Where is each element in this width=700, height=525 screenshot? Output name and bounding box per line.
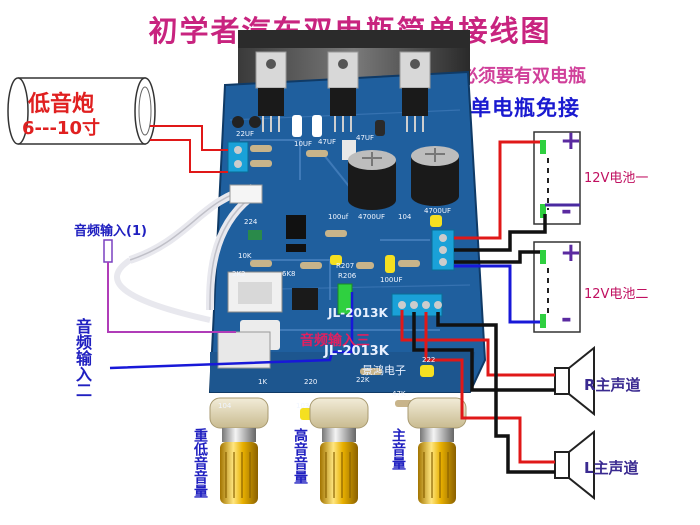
speaker-l-label: L主声道 xyxy=(584,459,639,477)
silk-label: 10UF xyxy=(294,140,313,148)
battery-2-label: 12V电池二 xyxy=(584,287,649,302)
silk-label: 2K2 xyxy=(232,270,246,278)
audio-cable-harness xyxy=(114,184,263,323)
main-volume-label: 主音量 xyxy=(390,428,406,470)
speaker-wires xyxy=(400,310,555,474)
power-terminal xyxy=(431,229,455,271)
audio-input-1-wire xyxy=(103,239,236,333)
bass-volume-knob[interactable] xyxy=(209,397,269,504)
silk-label: 100UF xyxy=(380,276,403,284)
silk-label: 22UF xyxy=(236,130,255,138)
subwoofer-wires xyxy=(150,125,228,173)
battery-2-negative: - xyxy=(561,304,572,334)
subwoofer-label: 低音炮 xyxy=(28,92,95,117)
silk-label: 6K8 xyxy=(282,270,296,278)
silk-label: 22K xyxy=(356,376,370,384)
speaker-l-icon xyxy=(554,429,595,501)
power-ic-left xyxy=(255,51,287,132)
silk-label: 1K xyxy=(258,378,268,386)
audio-input-2-wire xyxy=(109,292,354,370)
speaker-terminal xyxy=(391,293,443,317)
silk-label: R207 xyxy=(336,262,355,270)
audio-input-2-label: 音频输入二 xyxy=(73,318,92,398)
treble-volume-knob[interactable] xyxy=(309,397,369,504)
battery-wires xyxy=(454,140,580,324)
subwoofer-size: 6---10寸 xyxy=(22,118,100,139)
silk-label: 47UF xyxy=(356,134,375,142)
silk-label: 103 xyxy=(296,402,310,410)
battery-1-negative: - xyxy=(561,196,572,226)
silk-label: 220 xyxy=(304,378,318,386)
board-model-upper: JL-2013K xyxy=(328,306,388,320)
silk-label: 222 xyxy=(422,356,436,364)
treble-volume-label: 高音音量 xyxy=(292,428,308,484)
board-model-lower: JL-2013K xyxy=(324,344,389,359)
silk-label: R206 xyxy=(338,272,357,280)
battery-1-label: 12V电池一 xyxy=(584,171,649,186)
power-ic-middle xyxy=(327,51,359,132)
silk-label: 47K xyxy=(392,390,406,398)
silk-label: 47UF xyxy=(318,138,337,146)
silk-label: 4700UF xyxy=(358,213,385,221)
electrolytic-capacitor-right xyxy=(411,146,459,206)
battery-1-positive: + xyxy=(560,126,582,156)
battery-2-positive: + xyxy=(560,238,582,268)
silk-label: 224 xyxy=(244,218,258,226)
board-brand: 景鸿电子 xyxy=(362,364,406,377)
silk-label: 104 xyxy=(398,213,412,221)
speaker-r-icon xyxy=(554,345,595,417)
battery-2 xyxy=(533,241,581,333)
silk-label: 4700UF xyxy=(424,207,451,215)
power-ic-right xyxy=(399,51,431,132)
battery-1 xyxy=(533,131,581,225)
silk-label: 104 xyxy=(218,402,232,410)
electrolytic-capacitor-left xyxy=(348,150,396,210)
silk-label: 10K xyxy=(238,252,252,260)
speaker-r-label: R主声道 xyxy=(584,376,641,394)
main-volume-knob[interactable] xyxy=(407,397,467,504)
single-battery-note: 单电瓶免接 xyxy=(470,96,580,120)
bass-volume-label: 重低音音量 xyxy=(192,428,208,498)
subwoofer-terminal xyxy=(227,141,249,173)
subwoofer-icon xyxy=(7,77,156,145)
audio-input-3-label: 音频输入三 xyxy=(300,333,370,349)
audio-input-1-label: 音频输入(1) xyxy=(74,224,147,239)
dual-battery-note: 必须要有双电瓶 xyxy=(460,66,586,87)
silk-label: 100uf xyxy=(328,213,349,221)
